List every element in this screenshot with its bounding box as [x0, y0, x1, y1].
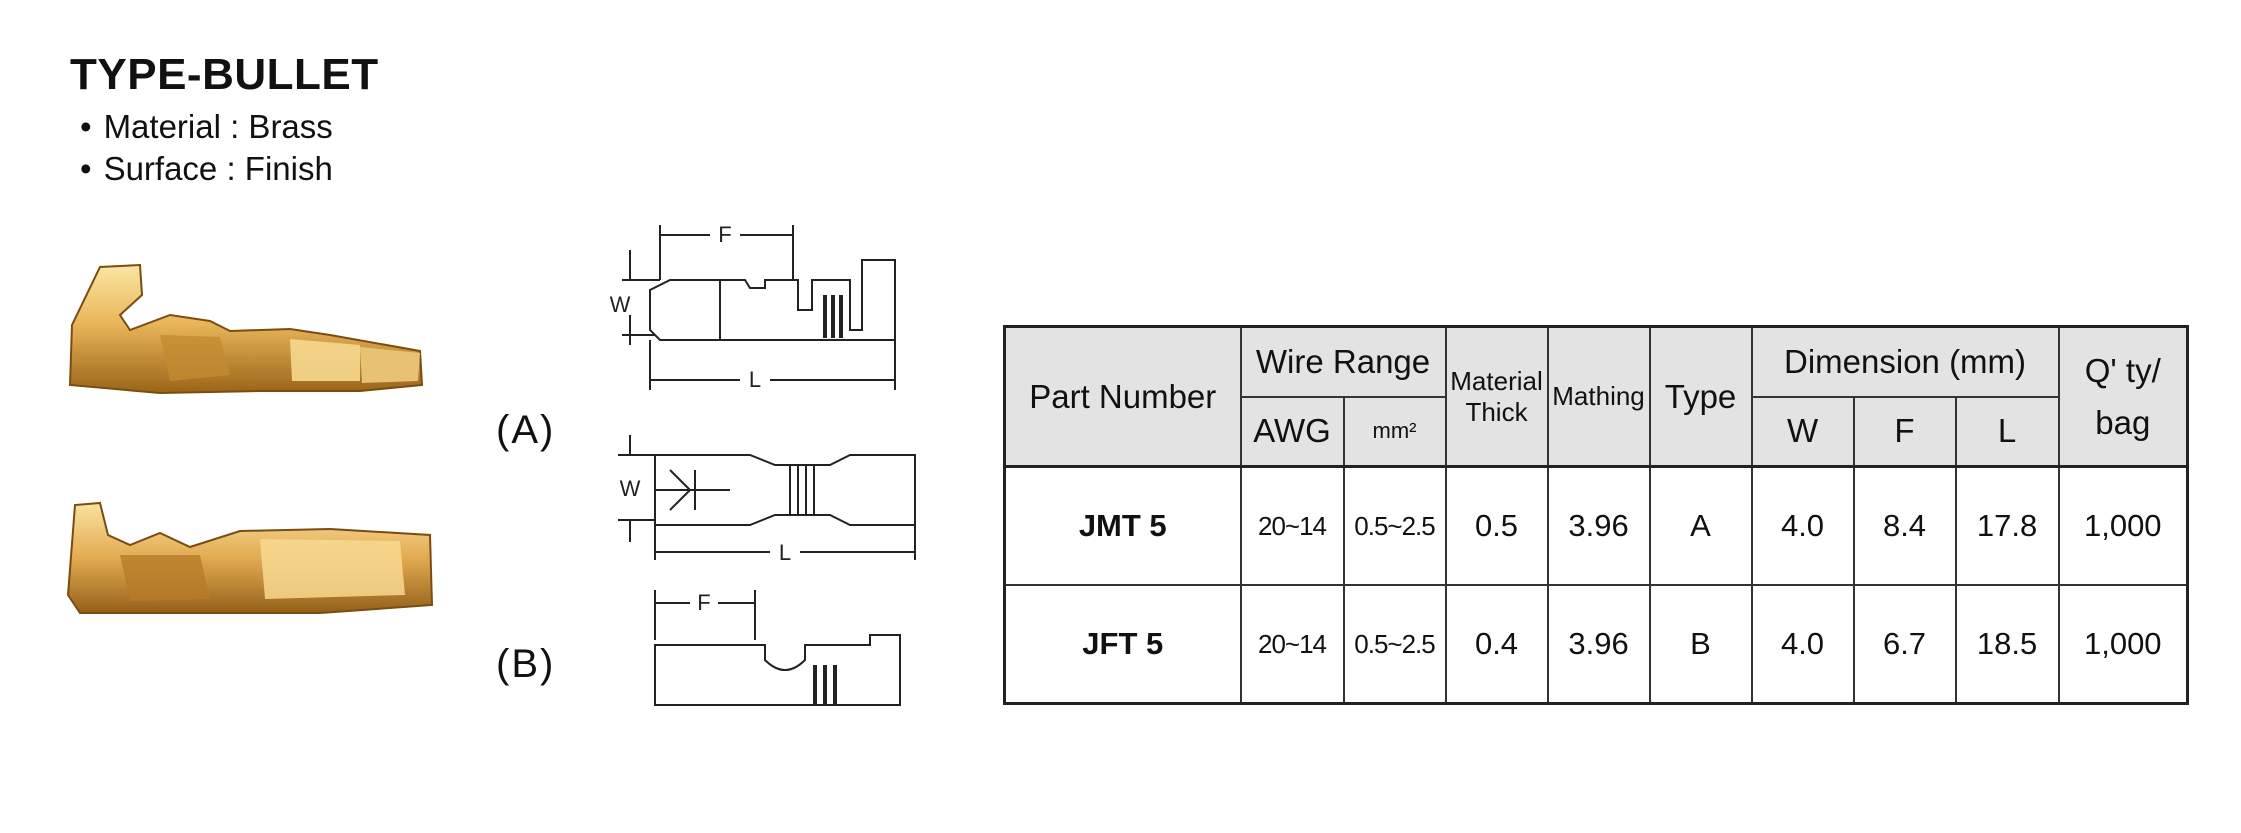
table-row: JMT 5 20~14 0.5~2.5 0.5 3.96 A 4.0 8.4 1… [1003, 465, 2189, 586]
cell-mm2: 0.5~2.5 [1342, 584, 1447, 705]
header-w: W [1750, 395, 1855, 468]
header-qty-line1: Q' ty/ [2084, 351, 2161, 389]
variant-label-a: (A) [496, 408, 556, 452]
diagram-b-side: F [654, 590, 901, 706]
spec-table: Part Number Wire Range Material Thick Ma… [1003, 325, 2190, 705]
cell-f: 8.4 [1852, 465, 1957, 586]
cell-f: 6.7 [1852, 584, 1957, 705]
diagram-a-top: W L [618, 435, 916, 565]
header-dimension: Dimension (mm) [1750, 325, 2060, 398]
terminal-photo-b [66, 501, 434, 614]
table-row: JFT 5 20~14 0.5~2.5 0.4 3.96 B 4.0 6.7 1… [1003, 584, 2189, 705]
cell-qty: 1,000 [2057, 584, 2189, 705]
header-awg: AWG [1239, 395, 1345, 468]
cell-qty: 1,000 [2057, 465, 2189, 586]
cell-mm2: 0.5~2.5 [1342, 465, 1447, 586]
cell-awg: 20~14 [1239, 465, 1345, 586]
header-mathing: Mathing [1546, 325, 1651, 468]
cell-w: 4.0 [1750, 584, 1855, 705]
header-part-number: Part Number [1003, 325, 1242, 468]
terminal-photo-a [68, 263, 424, 395]
header-type: Type [1648, 325, 1753, 468]
header-l: L [1954, 395, 2060, 468]
cell-thick: 0.5 [1444, 465, 1549, 586]
cell-l: 18.5 [1954, 584, 2060, 705]
page-title: TYPE-BULLET [70, 50, 379, 99]
cell-part: JMT 5 [1003, 465, 1242, 586]
header-material-thick-line2: Thick [1465, 396, 1528, 427]
header-material-thick: Material Thick [1444, 325, 1549, 468]
dim-w-label: W [610, 292, 631, 317]
cell-thick: 0.4 [1444, 584, 1549, 705]
cell-part: JFT 5 [1003, 584, 1242, 705]
header-qty: Q' ty/ bag [2057, 325, 2189, 468]
cell-type: B [1648, 584, 1753, 705]
dim-f-label: F [718, 222, 731, 247]
cell-mathing: 3.96 [1546, 465, 1651, 586]
header-material-thick-line1: Material [1450, 365, 1543, 396]
dim-f-label-b: F [697, 590, 710, 615]
header-qty-line2: bag [2095, 403, 2151, 441]
surface-spec: Surface : Finish [80, 150, 333, 188]
cell-w: 4.0 [1750, 465, 1855, 586]
header-wire-range: Wire Range [1239, 325, 1447, 398]
variant-label-b: (B) [496, 642, 556, 686]
cell-awg: 20~14 [1239, 584, 1345, 705]
dim-l-label: L [749, 367, 761, 392]
header-f: F [1852, 395, 1957, 468]
diagram-a-side: F W L [610, 222, 896, 392]
cell-type: A [1648, 465, 1753, 586]
header-mm2: mm² [1342, 395, 1447, 468]
dim-w-label-2: W [620, 476, 641, 501]
material-spec: Material : Brass [80, 108, 333, 146]
cell-l: 17.8 [1954, 465, 2060, 586]
cell-mathing: 3.96 [1546, 584, 1651, 705]
dim-l-label-2: L [779, 540, 791, 565]
